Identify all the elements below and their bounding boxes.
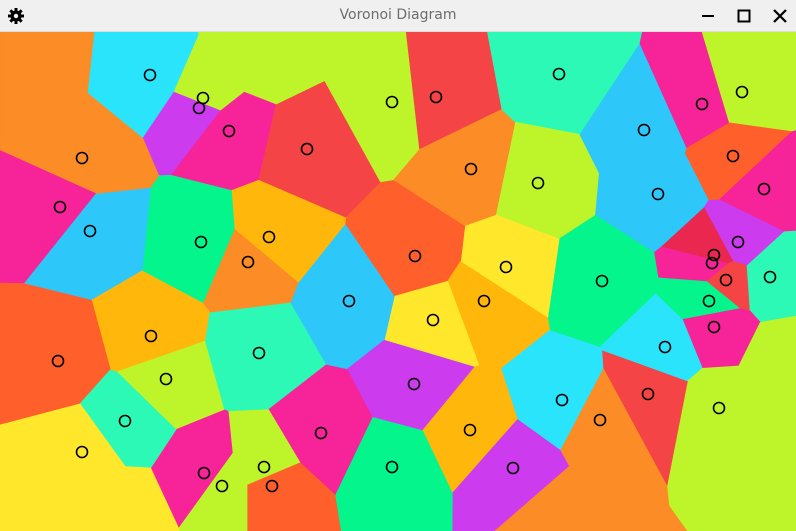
site-point[interactable]	[506, 461, 520, 475]
site-point[interactable]	[118, 414, 132, 428]
minimize-button[interactable]	[696, 4, 720, 28]
site-point[interactable]	[531, 176, 545, 190]
site-point[interactable]	[300, 142, 314, 156]
site-point[interactable]	[757, 182, 771, 196]
site-point[interactable]	[651, 187, 665, 201]
site-point[interactable]	[731, 235, 745, 249]
site-point[interactable]	[702, 294, 716, 308]
site-point[interactable]	[262, 230, 276, 244]
site-point[interactable]	[695, 97, 709, 111]
voronoi-cell	[22, 466, 180, 531]
site-point[interactable]	[763, 270, 777, 284]
gear-icon[interactable]	[6, 6, 26, 26]
site-point[interactable]	[265, 479, 279, 493]
site-point[interactable]	[658, 340, 672, 354]
site-point[interactable]	[641, 387, 655, 401]
site-point[interactable]	[726, 149, 740, 163]
site-point[interactable]	[595, 274, 609, 288]
site-point[interactable]	[707, 320, 721, 334]
site-point[interactable]	[407, 377, 421, 391]
close-button[interactable]	[768, 4, 792, 28]
site-point[interactable]	[593, 413, 607, 427]
maximize-button[interactable]	[732, 4, 756, 28]
voronoi-cell	[197, 32, 344, 105]
site-point[interactable]	[83, 224, 97, 238]
voronoi-cell	[494, 466, 688, 531]
site-point[interactable]	[314, 426, 328, 440]
site-point[interactable]	[257, 460, 271, 474]
site-point[interactable]	[144, 329, 158, 343]
site-point[interactable]	[637, 123, 651, 137]
site-point[interactable]	[429, 90, 443, 104]
site-point[interactable]	[159, 372, 173, 386]
site-point[interactable]	[192, 101, 206, 115]
voronoi-cell	[0, 32, 95, 141]
site-point[interactable]	[719, 273, 733, 287]
voronoi-canvas[interactable]	[0, 32, 796, 531]
site-point[interactable]	[705, 256, 719, 270]
title-bar: Voronoi Diagram	[0, 0, 796, 32]
site-point[interactable]	[385, 460, 399, 474]
site-point[interactable]	[408, 249, 422, 263]
site-point[interactable]	[499, 260, 513, 274]
site-point[interactable]	[75, 151, 89, 165]
site-point[interactable]	[555, 393, 569, 407]
voronoi-diagram	[0, 32, 796, 531]
close-icon	[773, 9, 787, 23]
site-point[interactable]	[215, 479, 229, 493]
site-point[interactable]	[51, 354, 65, 368]
site-point[interactable]	[426, 313, 440, 327]
maximize-icon	[737, 9, 751, 23]
site-point[interactable]	[75, 445, 89, 459]
site-point[interactable]	[222, 124, 236, 138]
minimize-icon	[702, 15, 714, 17]
site-point[interactable]	[252, 346, 266, 360]
site-point[interactable]	[194, 235, 208, 249]
window-title: Voronoi Diagram	[339, 7, 457, 23]
site-point[interactable]	[241, 255, 255, 269]
site-point[interactable]	[477, 294, 491, 308]
site-point[interactable]	[143, 68, 157, 82]
site-point[interactable]	[712, 401, 726, 415]
site-point[interactable]	[342, 294, 356, 308]
site-point[interactable]	[53, 200, 67, 214]
site-point[interactable]	[385, 95, 399, 109]
site-point[interactable]	[707, 248, 721, 262]
site-point[interactable]	[463, 423, 477, 437]
site-point[interactable]	[197, 466, 211, 480]
site-point[interactable]	[552, 67, 566, 81]
voronoi-cell	[738, 315, 796, 449]
site-point[interactable]	[735, 85, 749, 99]
site-point[interactable]	[464, 162, 478, 176]
